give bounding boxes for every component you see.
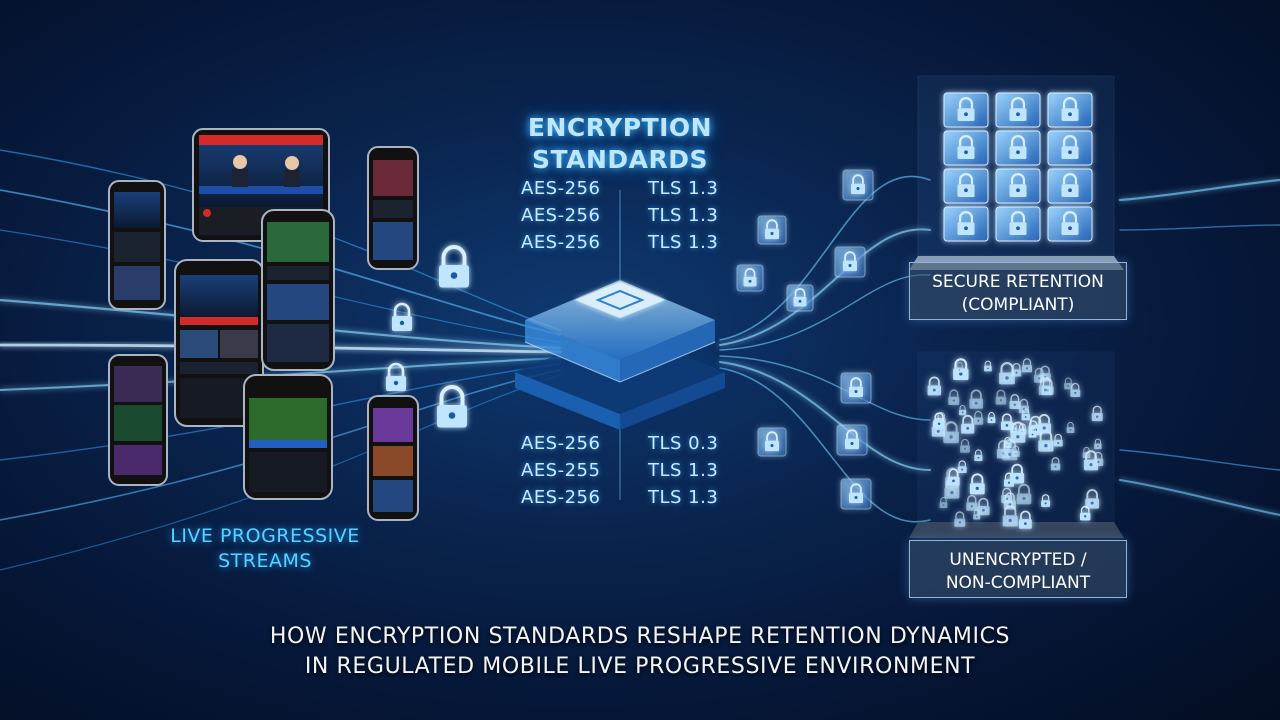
caption-line: HOW ENCRYPTION STANDARDS RESHAPE RETENTI…: [269, 624, 1011, 649]
secure-vault: [909, 75, 1124, 270]
label-line: NON-COMPLIANT: [945, 573, 1091, 593]
standard-label: AES-256: [521, 433, 601, 454]
processor-chip: [515, 190, 725, 500]
standard-label: TLS 0.3: [648, 433, 719, 454]
standard-label: TLS 1.3: [648, 232, 719, 253]
secure-retention-label: SECURE RETENTION (COMPLIANT): [909, 262, 1127, 320]
page-caption: HOW ENCRYPTION STANDARDS RESHAPE RETENTI…: [60, 622, 1220, 682]
phone-device: [243, 374, 333, 500]
caption-line: IN REGULATED MOBILE LIVE PROGRESSIVE ENV…: [304, 654, 976, 679]
standard-label: AES-256: [521, 232, 601, 253]
label-line: SECURE RETENTION: [932, 272, 1104, 292]
standard-label: TLS 1.3: [648, 460, 719, 481]
phone-device: [108, 354, 168, 486]
encrypted-cube: [1047, 92, 1093, 128]
label-line: STREAMS: [218, 550, 312, 572]
standard-label: AES-255: [521, 460, 601, 481]
lock-icon: [435, 385, 469, 430]
phone-device: [108, 180, 166, 310]
encrypted-cube: [943, 206, 989, 242]
standard-label: AES-256: [521, 487, 601, 508]
encrypted-cube: [995, 206, 1041, 242]
standard-label: TLS 1.3: [648, 487, 719, 508]
encrypted-cube: [1047, 168, 1093, 204]
title-line: ENCRYPTION: [527, 113, 713, 142]
phone-device: [367, 395, 419, 521]
non-compliant-label: UNENCRYPTED / NON-COMPLIANT: [909, 540, 1127, 598]
standard-label: TLS 1.3: [648, 205, 719, 226]
encryption-standards-title: ENCRYPTION STANDARDS: [470, 112, 770, 176]
label-line: UNENCRYPTED /: [949, 550, 1087, 570]
label-line: (COMPLIANT): [961, 295, 1075, 315]
standard-label: AES-256: [521, 178, 601, 199]
lock-icon: [437, 245, 471, 290]
label-line: LIVE PROGRESSIVE: [170, 525, 360, 547]
route-cubes: [736, 169, 874, 510]
encrypted-cube: [1047, 206, 1093, 242]
title-line: STANDARDS: [532, 145, 708, 174]
standard-label: TLS 1.3: [648, 178, 719, 199]
unencrypted-cloud: [909, 351, 1124, 538]
standard-label: AES-256: [521, 205, 601, 226]
phone-device: [261, 209, 335, 371]
encrypted-cube: [943, 130, 989, 166]
encrypted-cube: [995, 92, 1041, 128]
lock-icon: [390, 302, 414, 333]
encrypted-cube: [1047, 130, 1093, 166]
encrypted-cube: [943, 92, 989, 128]
encrypted-cube: [995, 168, 1041, 204]
live-streams-label: LIVE PROGRESSIVE STREAMS: [150, 524, 380, 574]
encrypted-cube: [943, 168, 989, 204]
device-cluster: [108, 128, 419, 521]
phone-device: [367, 146, 419, 270]
encrypted-cube: [995, 130, 1041, 166]
